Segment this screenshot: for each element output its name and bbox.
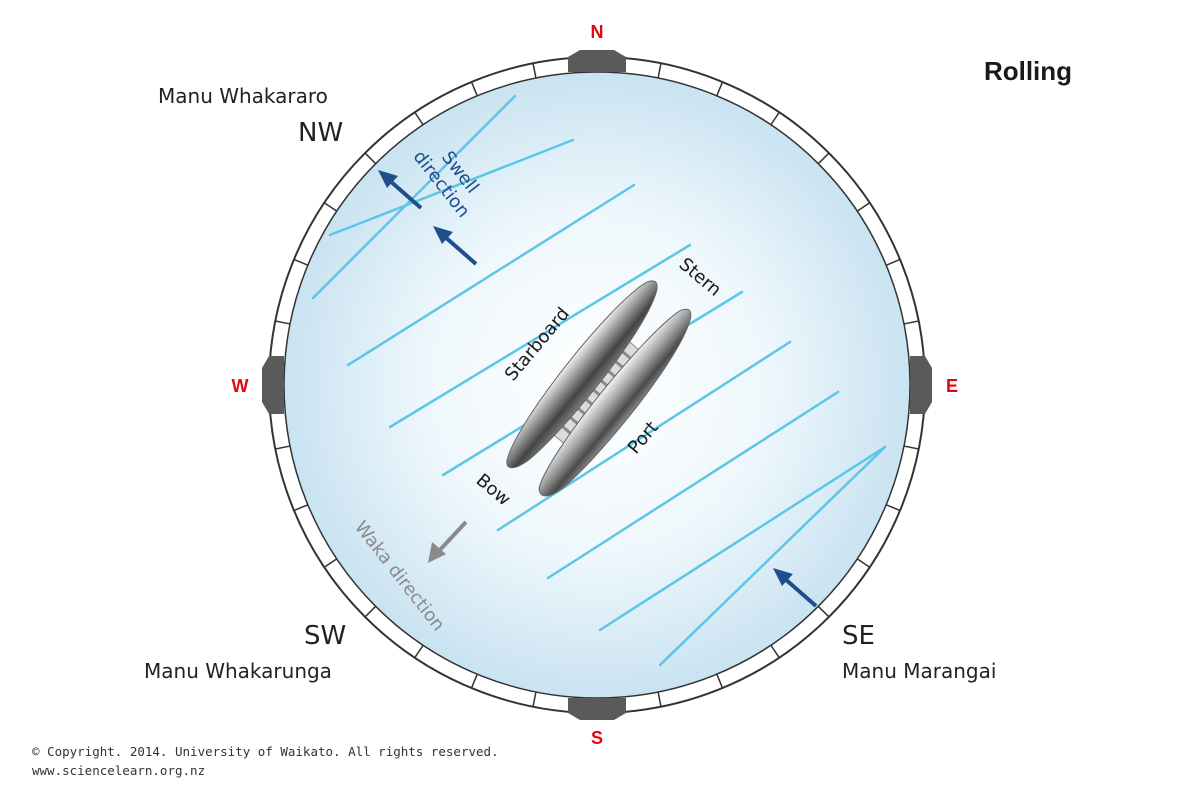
compass-north-label: N [591, 22, 604, 42]
swell-lines [311, 94, 887, 667]
sw-wind-name: Manu Whakarunga [144, 659, 332, 683]
compass-tick [275, 445, 291, 450]
north-marker [568, 50, 626, 72]
waka-direction-arrow [428, 520, 468, 563]
nw-wind-name: Manu Whakararo [158, 84, 328, 108]
compass-tick [532, 63, 537, 79]
swell-arrow-head [433, 226, 453, 244]
west-marker [262, 356, 284, 414]
compass-tick [856, 558, 871, 568]
compass-west-label: W [232, 376, 249, 396]
compass-tick [364, 605, 377, 618]
compass-tick [470, 673, 478, 689]
swell-arrow [442, 234, 478, 266]
compass-tick [414, 644, 424, 659]
compass-tick [657, 63, 662, 79]
swell-line [346, 183, 636, 367]
compass-tick [716, 81, 724, 97]
swell-line [311, 94, 517, 300]
se-wind-code: SE [842, 621, 875, 651]
compass-tick [770, 644, 780, 659]
copyright-text: © Copyright. 2014. University of Waikato… [32, 744, 499, 759]
compass-tick [817, 152, 830, 165]
swell-arrow-head [773, 568, 793, 586]
east-marker [910, 356, 932, 414]
diagram-title: Rolling [984, 56, 1072, 86]
compass-tick [364, 152, 377, 165]
swell-line [328, 138, 575, 237]
compass-tick [275, 320, 291, 325]
swell-arrow-head [378, 170, 398, 188]
compass-tick [293, 504, 309, 512]
swell-line [496, 340, 792, 532]
swell-arrows [378, 170, 818, 608]
swell-arrow [782, 576, 818, 608]
swell-line [658, 446, 886, 667]
south-marker [568, 698, 626, 720]
compass-tick [323, 558, 338, 568]
website-text: www.sciencelearn.org.nz [32, 763, 205, 778]
compass-tick [657, 691, 662, 707]
swell-line [388, 243, 692, 429]
swell-arrow [387, 178, 423, 210]
compass-tick [903, 445, 919, 450]
sw-wind-code: SW [304, 621, 346, 651]
compass-tick [770, 111, 780, 126]
port-hull [538, 308, 692, 497]
compass-tick [885, 258, 901, 266]
se-wind-name: Manu Marangai [842, 659, 996, 683]
compass-tick [856, 202, 871, 212]
waka [506, 280, 692, 497]
compass-tick [532, 691, 537, 707]
compass-east-label: E [946, 376, 958, 396]
compass-tick [293, 258, 309, 266]
nw-wind-code: NW [298, 118, 343, 148]
compass-south-label: S [591, 728, 603, 748]
compass-tick [414, 111, 424, 126]
compass-tick [885, 504, 901, 512]
compass-tick [716, 673, 724, 689]
compass-tick [903, 320, 919, 325]
starboard-hull [506, 280, 658, 469]
swell-line [546, 390, 840, 580]
compass-tick [323, 202, 338, 212]
swell-line [598, 445, 887, 632]
compass-tick [470, 81, 478, 97]
compass-tick [817, 605, 830, 618]
